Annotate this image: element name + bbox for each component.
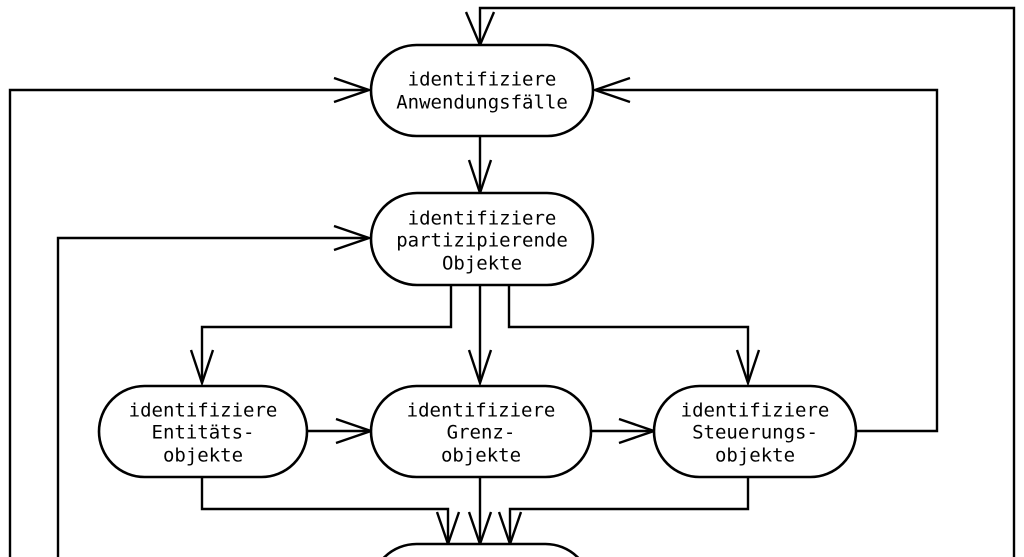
node-grenzobjekte[interactable]: identifiziere Grenz- objekte: [369, 384, 593, 479]
arrowhead-into-anwendungsfaelle-right: [591, 76, 631, 104]
node-partizipierende-objekte-line3: Objekte: [442, 253, 522, 275]
node-grenzobjekte-line3: objekte: [441, 445, 521, 467]
edge-partizipierende-objekte-to-entitaetsobjekte: [200, 286, 453, 382]
node-bottom-cropped[interactable]: [371, 542, 591, 557]
arrowhead-into-entitaetsobjekte-top: [189, 349, 215, 387]
node-steuerungsobjekte-shape[interactable]: [652, 384, 858, 479]
node-anwendungsfaelle[interactable]: identifiziere Anwendungsfälle: [369, 43, 595, 138]
node-steuerungsobjekte-line1: identifiziere: [681, 400, 830, 422]
node-grenzobjekte-line2: Grenz-: [447, 422, 516, 444]
edge-group: [8, 6, 1016, 557]
arrowhead-into-grenzobjekte-top: [467, 349, 493, 387]
edge-steuerungsobjekte-to-bottom-node: [508, 477, 750, 543]
node-steuerungsobjekte[interactable]: identifiziere Steuerungs- objekte: [652, 384, 858, 479]
node-entitaetsobjekte-shape[interactable]: [97, 384, 309, 479]
node-grenzobjekte-line1: identifiziere: [407, 400, 556, 422]
arrowhead-into-anwendungsfaelle-left: [333, 76, 373, 104]
edge-steuerungsobjekte-to-anwendungsfaelle: [596, 88, 939, 433]
node-partizipierende-objekte-line2: partizipierende: [396, 230, 568, 252]
node-anwendungsfaelle-shape[interactable]: [369, 43, 595, 138]
edge-entitaetsobjekte-to-bottom-node: [200, 477, 450, 543]
node-partizipierende-objekte-line1: identifiziere: [408, 208, 557, 230]
node-partizipierende-objekte[interactable]: identifiziere partizipierende Objekte: [369, 191, 595, 287]
arrowhead-into-partizipierende-objekte-left: [333, 224, 373, 252]
node-bottom-cropped-shape[interactable]: [371, 542, 591, 557]
node-partizipierende-objekte-shape[interactable]: [369, 191, 595, 287]
edge-inner-left-to-partizipierende-objekte: [56, 236, 368, 557]
node-grenzobjekte-shape[interactable]: [369, 384, 593, 479]
node-entitaetsobjekte[interactable]: identifiziere Entitäts- objekte: [97, 384, 309, 479]
edge-partizipierende-objekte-to-steuerungsobjekte: [507, 286, 750, 382]
node-entitaetsobjekte-line3: objekte: [163, 445, 243, 467]
edge-outer-right-to-anwendungsfaelle: [478, 6, 1016, 557]
node-steuerungsobjekte-line2: Steuerungs-: [692, 422, 818, 444]
arrowhead-into-steuerungsobjekte-top: [735, 349, 761, 387]
node-entitaetsobjekte-line1: identifiziere: [129, 400, 278, 422]
edge-outer-left-to-anwendungsfaelle: [8, 88, 368, 557]
node-anwendungsfaelle-line1: identifiziere: [408, 69, 557, 91]
node-anwendungsfaelle-line2: Anwendungsfälle: [396, 92, 568, 114]
node-entitaetsobjekte-line2: Entitäts-: [152, 422, 255, 444]
node-steuerungsobjekte-line3: objekte: [715, 445, 795, 467]
